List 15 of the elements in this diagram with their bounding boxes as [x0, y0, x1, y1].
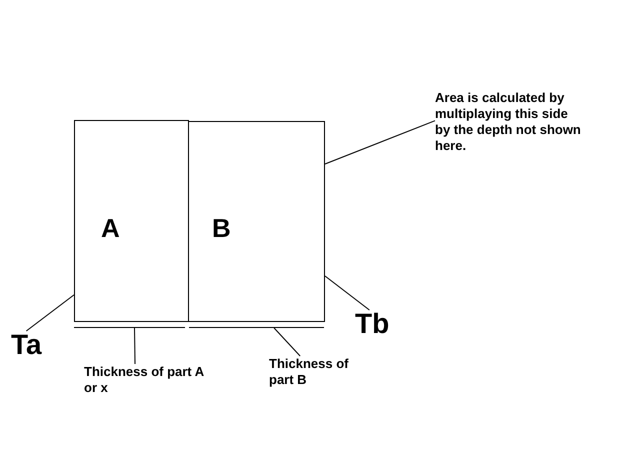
part-letter: A — [101, 215, 120, 241]
side-label: Tb — [355, 310, 390, 338]
leader-line — [134, 328, 136, 364]
annotation-text: Area is calculated by multiplaying this side by the depth not shown here. — [435, 90, 584, 154]
part-letter: B — [212, 215, 231, 241]
leader-line — [26, 294, 74, 332]
thickness-line — [74, 327, 185, 328]
side-label: Ta — [11, 331, 42, 359]
leader-line — [324, 276, 370, 310]
leader-line — [324, 120, 436, 164]
thickness-label: Thickness of part A or x — [84, 364, 210, 396]
thickness-label: Thickness of part B — [269, 356, 353, 388]
thickness-line — [189, 327, 324, 328]
layer-rectangle — [74, 120, 189, 322]
layer-rectangle — [188, 121, 325, 322]
